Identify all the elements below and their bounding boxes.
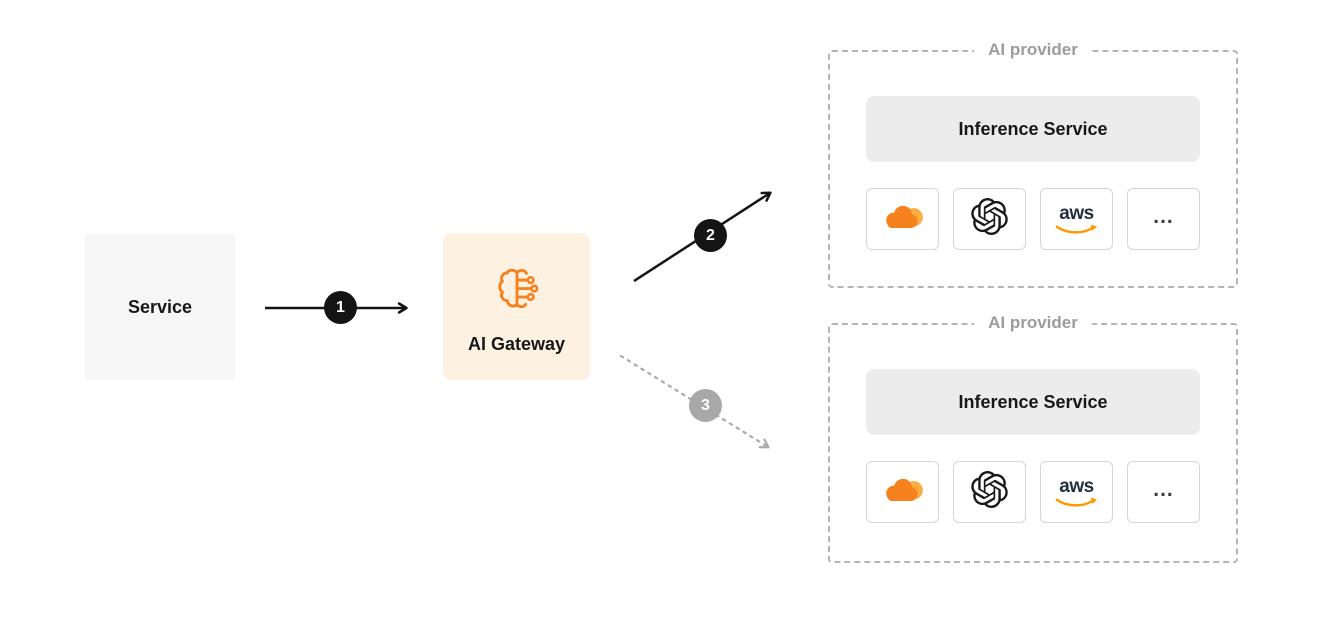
service-label: Service bbox=[127, 296, 193, 317]
aws-wordmark: aws bbox=[1059, 202, 1094, 224]
step-badge-3: 3 bbox=[689, 389, 722, 422]
more-providers-tile: ... bbox=[1127, 188, 1200, 250]
provider-logo-row: aws ... bbox=[866, 461, 1200, 523]
aws-icon: aws bbox=[1055, 477, 1099, 508]
openai-logo-tile bbox=[953, 188, 1026, 250]
provider-logo-row: aws ... bbox=[866, 188, 1200, 250]
openai-logo-tile bbox=[953, 461, 1026, 523]
more-icon: ... bbox=[1153, 477, 1174, 501]
ai-provider-box-2: AI provider Inference Service bbox=[828, 313, 1238, 563]
service-node: Service bbox=[85, 234, 235, 380]
openai-icon bbox=[971, 198, 1008, 240]
ai-provider-title: AI provider bbox=[974, 40, 1092, 60]
aws-wordmark: aws bbox=[1059, 475, 1094, 497]
aws-logo-tile: aws bbox=[1040, 188, 1113, 250]
ai-provider-box-1: AI provider Inference Service bbox=[828, 40, 1238, 288]
more-providers-tile: ... bbox=[1127, 461, 1200, 523]
cloudflare-icon bbox=[880, 475, 926, 509]
step-badge-2: 2 bbox=[694, 219, 727, 252]
cloudflare-icon bbox=[880, 202, 926, 236]
inference-service-label: Inference Service bbox=[958, 391, 1108, 412]
ai-provider-title: AI provider bbox=[974, 313, 1092, 333]
step-badge-1: 1 bbox=[324, 291, 357, 324]
aws-logo-tile: aws bbox=[1040, 461, 1113, 523]
inference-service-box: Inference Service bbox=[866, 369, 1200, 435]
ai-gateway-node: AI Gateway bbox=[443, 233, 590, 380]
ai-gateway-label: AI Gateway bbox=[467, 334, 566, 354]
more-icon: ... bbox=[1153, 204, 1174, 228]
cloudflare-logo-tile bbox=[866, 461, 939, 523]
cloudflare-logo-tile bbox=[866, 188, 939, 250]
ai-gateway-brain-icon bbox=[488, 262, 546, 325]
inference-service-label: Inference Service bbox=[958, 118, 1108, 139]
openai-icon bbox=[971, 471, 1008, 513]
inference-service-box: Inference Service bbox=[866, 96, 1200, 162]
aws-icon: aws bbox=[1055, 204, 1099, 235]
